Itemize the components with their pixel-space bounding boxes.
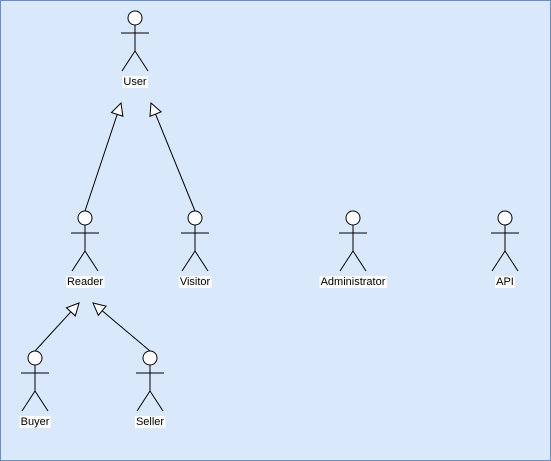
actor-administrator[interactable]: Administrator	[319, 210, 387, 288]
generalization-reader-to-user[interactable]	[84, 101, 124, 212]
generalization-line	[84, 114, 118, 212]
actor-reader[interactable]: Reader	[65, 210, 105, 288]
actor-head	[27, 350, 43, 366]
generalization-line	[34, 311, 72, 352]
generalization-visitor-to-user[interactable]	[149, 101, 196, 212]
actor-seller[interactable]: Seller	[134, 350, 166, 428]
actor-label-background	[65, 276, 105, 288]
actor-visitor[interactable]: Visitor	[178, 210, 212, 288]
actor-left-leg	[71, 250, 86, 272]
actor-label-background	[319, 276, 387, 288]
generalization-line	[101, 310, 151, 352]
actor-label-background	[134, 416, 166, 428]
actor-label: Buyer	[21, 416, 50, 428]
generalization-buyer-to-reader[interactable]	[34, 302, 80, 352]
actor-right-leg	[149, 390, 164, 412]
actor-label: API	[496, 276, 514, 288]
actor-label: Seller	[136, 416, 164, 428]
actor-label: Visitor	[180, 276, 211, 288]
actor-buyer[interactable]: Buyer	[19, 350, 51, 428]
actor-head	[127, 10, 143, 26]
generalization-arrowhead	[92, 302, 107, 317]
actor-label: Administrator	[321, 276, 386, 288]
actor-label-background	[122, 76, 148, 88]
actor-right-leg	[34, 390, 49, 412]
actor-label-background	[178, 276, 212, 288]
actor-left-leg	[181, 250, 196, 272]
actor-head	[345, 210, 361, 226]
generalization-line	[155, 113, 196, 212]
actor-user[interactable]: User	[121, 10, 149, 88]
actor-head	[77, 210, 93, 226]
actor-head	[497, 210, 513, 226]
generalization-seller-to-reader[interactable]	[92, 302, 151, 352]
actor-label-background	[495, 276, 515, 288]
actor-right-leg	[504, 250, 519, 272]
actor-right-leg	[134, 50, 149, 72]
actor-right-leg	[352, 250, 367, 272]
actor-head	[142, 350, 158, 366]
actor-label-background	[19, 416, 51, 428]
actor-label: User	[123, 76, 147, 88]
actor-label: Reader	[67, 276, 103, 288]
actor-right-leg	[84, 250, 99, 272]
actor-left-leg	[491, 250, 506, 272]
actor-head	[187, 210, 203, 226]
actor-left-leg	[21, 390, 36, 412]
actor-right-leg	[194, 250, 209, 272]
actor-api[interactable]: API	[491, 210, 519, 288]
generalization-arrowhead	[110, 101, 124, 118]
generalization-arrowhead	[149, 101, 163, 118]
generalization-edges	[34, 101, 196, 352]
generalization-arrowhead	[65, 302, 80, 317]
actor-left-leg	[339, 250, 354, 272]
actor-left-leg	[136, 390, 151, 412]
actor-left-leg	[121, 50, 136, 72]
